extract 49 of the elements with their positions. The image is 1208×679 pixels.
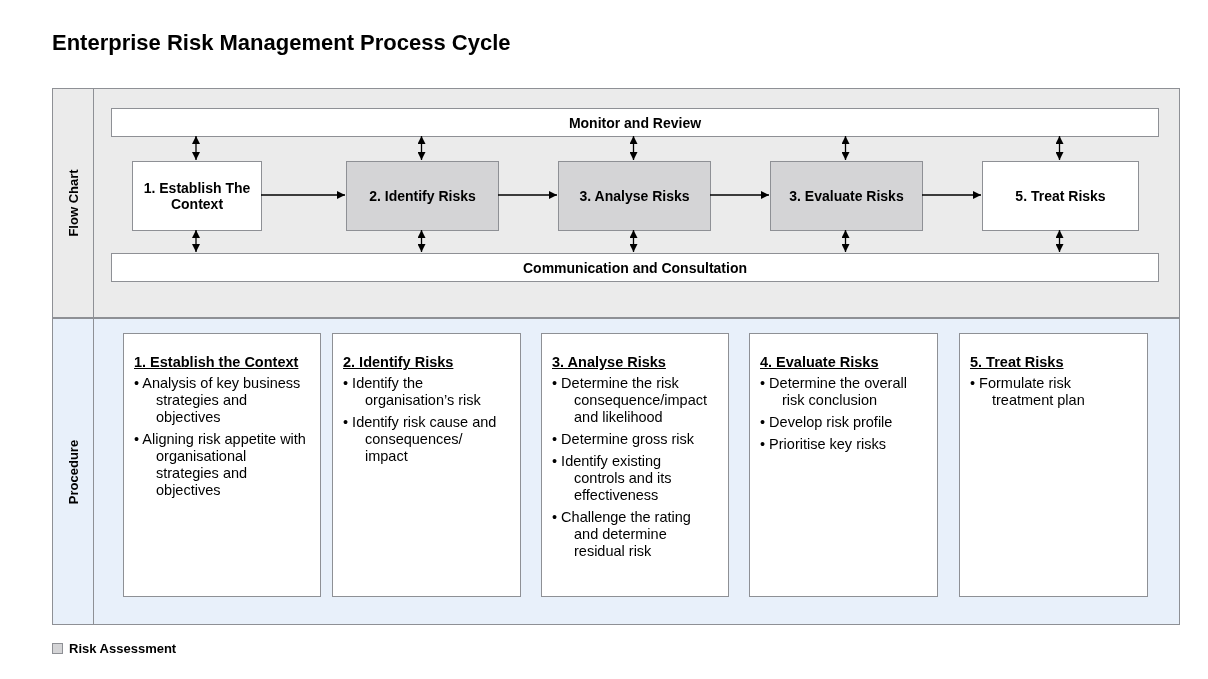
arrow (709, 191, 770, 199)
arrow (497, 191, 558, 199)
arrow (260, 191, 346, 199)
process-box: 3. Analyse Risks (558, 161, 711, 231)
card-heading: 2. Identify Risks (343, 354, 455, 371)
double-arrow (629, 229, 638, 253)
bullet-item: • Determine the risk consequence/impact and likelihood (552, 375, 708, 426)
bullet-item: • Analysis of key business strategies and objectives (134, 375, 302, 426)
procedure-card (332, 333, 521, 597)
bullet-item: • Determine the overall risk conclusion (760, 375, 908, 409)
process-box: 3. Evaluate Risks (770, 161, 923, 231)
process-box: 1. Establish The Context (132, 161, 262, 231)
double-arrow (417, 135, 426, 161)
bullet-item: • Identify the organisation’s risk (343, 375, 482, 409)
procedure-card (959, 333, 1148, 597)
legend-label: Risk Assessment (69, 641, 177, 656)
double-arrow (629, 135, 638, 161)
bullet-item: • Determine gross risk (552, 431, 696, 448)
swimlane (52, 88, 1180, 318)
bullet-item: • Aligning risk appetite with organisational strategies and objectives (134, 431, 306, 499)
double-arrow (1055, 135, 1064, 161)
bullet-item: • Identify risk cause and consequences/ impact (343, 414, 498, 465)
diagram-title: Enterprise Risk Management Process Cycle (52, 30, 511, 56)
process-bar: Monitor and Review (111, 108, 1159, 137)
card-heading: 5. Treat Risks (970, 354, 1065, 371)
double-arrow (1055, 229, 1064, 253)
bullet-item: • Prioritise key risks (760, 436, 887, 453)
double-arrow (841, 135, 850, 161)
procedure-card (749, 333, 938, 597)
process-bar: Communication and Consultation (111, 253, 1159, 282)
lane-label: Procedure (65, 439, 81, 504)
swimlane (52, 318, 1180, 625)
double-arrow (841, 229, 850, 253)
procedure-card (541, 333, 729, 597)
double-arrow (192, 229, 200, 253)
double-arrow (417, 229, 426, 253)
bullet-item: • Develop risk profile (760, 414, 894, 431)
process-box: 2. Identify Risks (346, 161, 499, 231)
bullet-item: • Challenge the rating and determine residual risk (552, 509, 692, 560)
procedure-card (123, 333, 321, 597)
process-box: 5. Treat Risks (982, 161, 1139, 231)
bullet-item: • Formulate risk treatment plan (970, 375, 1086, 409)
double-arrow (192, 135, 200, 161)
arrow (921, 191, 982, 199)
bullet-item: • Identify existing controls and its effectiveness (552, 453, 673, 504)
card-heading: 1. Establish the Context (134, 354, 300, 371)
lane-label: Flow Chart (65, 169, 81, 237)
card-heading: 3. Analyse Risks (552, 354, 667, 371)
card-heading: 4. Evaluate Risks (760, 354, 880, 371)
